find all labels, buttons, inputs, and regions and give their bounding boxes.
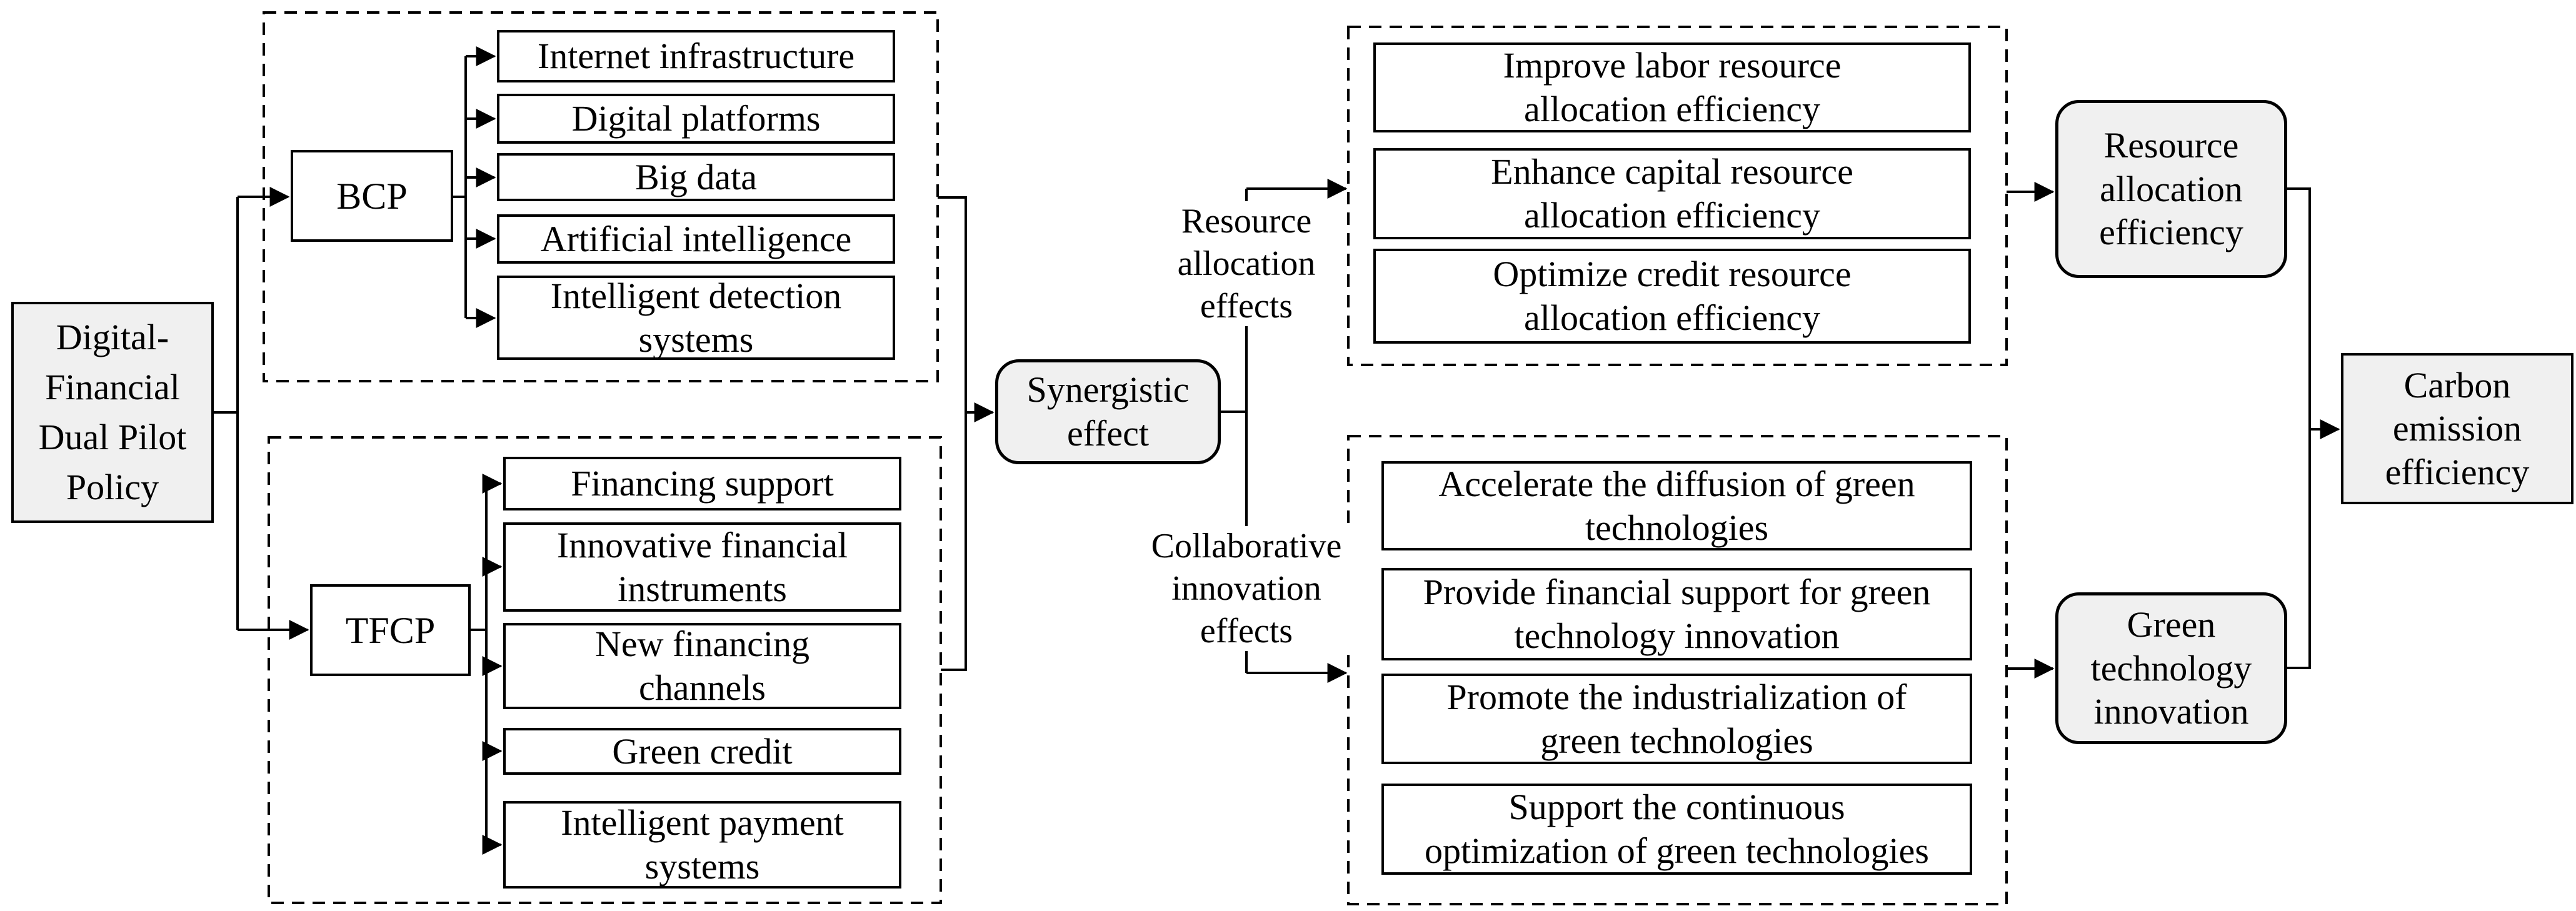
gti-item-provide-financial-support: Provide financial support for green tech…: [1381, 568, 1972, 660]
ra-item-improve-labor: Improve labor resource allocation effici…: [1373, 42, 1971, 132]
policy-box: Digital- Financial Dual Pilot Policy: [11, 302, 214, 523]
tfcp-item-intelligent-payment-systems: Intelligent payment systems: [503, 801, 901, 889]
gti-item-label: Support the continuous optimization of g…: [1425, 787, 1929, 871]
bcp-item-big-data: Big data: [497, 153, 895, 201]
green-technology-innovation-box: Green technology innovation: [2055, 592, 2287, 744]
bcp-item-label: Digital platforms: [571, 98, 821, 139]
gti-item-label: Provide financial support for green tech…: [1423, 572, 1931, 656]
bcp-item-artificial-intelligence: Artificial intelligence: [497, 214, 895, 264]
tfcp-item-label: New financing channels: [594, 624, 810, 708]
collaborative-innovation-effects-label: Collaborative innovation effects: [1140, 526, 1353, 651]
synergistic-effect-box: Synergistic effect: [995, 359, 1221, 464]
tfcp-item-new-financing-channels: New financing channels: [503, 623, 901, 709]
policy-label: Digital- Financial Dual Pilot Policy: [38, 316, 187, 508]
tfcp-item-label: Innovative financial instruments: [556, 524, 848, 609]
synergistic-label: Synergistic effect: [1026, 369, 1190, 454]
carbon-emission-efficiency-box: Carbon emission efficiency: [2341, 353, 2573, 504]
ra-item-label: Enhance capital resource allocation effi…: [1491, 151, 1853, 236]
ra-item-enhance-capital: Enhance capital resource allocation effi…: [1373, 148, 1971, 239]
gti-item-promote-industrialization: Promote the industrialization of green t…: [1381, 674, 1972, 764]
bcp-label: BCP: [336, 175, 408, 217]
resource-allocation-group-frame: [1347, 26, 2008, 366]
tfcp-item-financing-support: Financing support: [503, 457, 901, 510]
tfcp-item-label: Financing support: [571, 463, 834, 504]
resource-allocation-effects-label: Resource allocation effects: [1146, 201, 1346, 326]
tfcp-item-label: Green credit: [612, 730, 793, 772]
bcp-item-label: Internet infrastructure: [537, 36, 855, 77]
tfcp-item-label: Intelligent payment systems: [561, 802, 844, 887]
green-technology-innovation-label: Green technology innovation: [2090, 604, 2252, 732]
gti-item-label: Accelerate the diffusion of green techno…: [1438, 463, 1915, 548]
bcp-item-label: Big data: [635, 156, 757, 197]
connector-gti-out: [2287, 429, 2311, 669]
resource-allocation-efficiency-label: Resource allocation efficiency: [2099, 125, 2243, 253]
bcp-item-digital-platforms: Digital platforms: [497, 94, 895, 144]
carbon-emission-efficiency-label: Carbon emission efficiency: [2385, 364, 2530, 492]
bcp-item-intelligent-detection-systems: Intelligent detection systems: [497, 276, 895, 360]
gti-item-accelerate-diffusion: Accelerate the diffusion of green techno…: [1381, 461, 1972, 550]
connector-rae-out: [2287, 187, 2311, 429]
gti-item-support-continuous-optimization: Support the continuous optimization of g…: [1381, 784, 1972, 875]
tfcp-box: TFCP: [310, 584, 471, 676]
collaborative-innovation-effects-text: Collaborative innovation effects: [1151, 526, 1342, 651]
green-innovation-group-frame: [1347, 435, 2008, 905]
bcp-item-internet-infrastructure: Internet infrastructure: [497, 30, 895, 82]
ra-item-optimize-credit: Optimize credit resource allocation effi…: [1373, 249, 1971, 344]
bcp-item-label: Artificial intelligence: [540, 218, 852, 259]
ra-item-label: Improve labor resource allocation effici…: [1503, 45, 1842, 129]
tfcp-item-innovative-financial-instruments: Innovative financial instruments: [503, 522, 901, 612]
connector-bcp-group-out: [938, 196, 967, 412]
connector-tfcp-group-out: [941, 412, 967, 671]
tfcp-label: TFCP: [345, 609, 436, 651]
resource-allocation-efficiency-box: Resource allocation efficiency: [2055, 100, 2287, 278]
tfcp-item-green-credit: Green credit: [503, 728, 901, 775]
tfcp-group-frame: [268, 436, 942, 904]
ra-item-label: Optimize credit resource allocation effi…: [1493, 254, 1852, 338]
gti-item-label: Promote the industrialization of green t…: [1446, 676, 1907, 761]
resource-allocation-effects-text: Resource allocation effects: [1177, 201, 1316, 326]
bcp-item-label: Intelligent detection systems: [550, 275, 842, 360]
bcp-box: BCP: [291, 150, 453, 242]
